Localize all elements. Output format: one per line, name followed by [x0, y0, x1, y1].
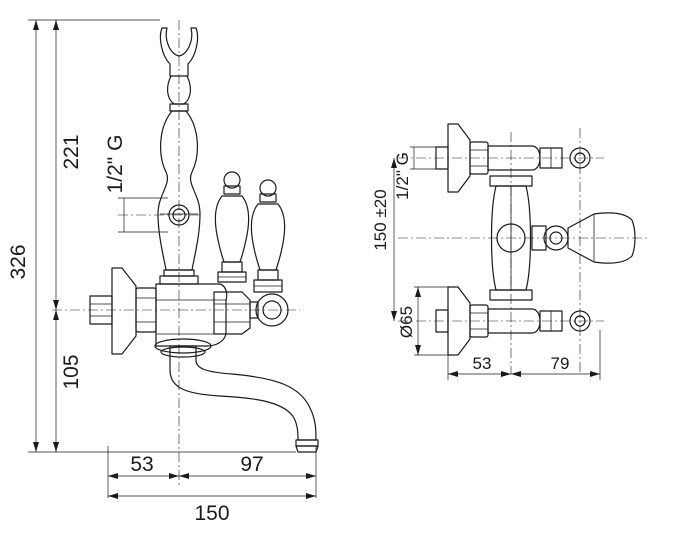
dim-label-r-connection: 1/2" G [393, 152, 412, 200]
diverter-knob [531, 212, 636, 264]
diverter-valve [213, 291, 251, 335]
dim-label-97: 97 [240, 453, 263, 476]
lever-handle-2 [250, 179, 286, 293]
dim-label-r-79: 79 [551, 354, 570, 373]
dim-label-r-53: 53 [473, 354, 492, 373]
dim-label-150: 150 [194, 502, 229, 525]
dim-label-connection: 1/2" G [104, 135, 127, 194]
spout-collar [154, 338, 212, 354]
dim-label-diameter: Ø65 [397, 306, 416, 338]
dim-label-326: 326 [7, 244, 30, 279]
spout-tip [295, 439, 319, 447]
dim-label-53: 53 [130, 453, 153, 476]
bath-spout [169, 345, 317, 441]
shower-holder-fork [159, 27, 199, 77]
faucet-side-view: 326 221 105 1/2" G 53 97 150 [7, 19, 319, 525]
dim-label-105: 105 [60, 354, 83, 389]
aerator [295, 445, 319, 453]
spout-collar-2 [160, 346, 206, 358]
wall-escutcheon [111, 267, 137, 355]
dim-label-spacing: 150 ±20 [371, 189, 390, 250]
faucet-top-view: 1/2" G 150 ±20 Ø65 53 79 [371, 123, 650, 380]
mixer-body [155, 283, 228, 347]
lever-handle-1 [214, 171, 250, 283]
dim-label-221: 221 [60, 134, 83, 169]
